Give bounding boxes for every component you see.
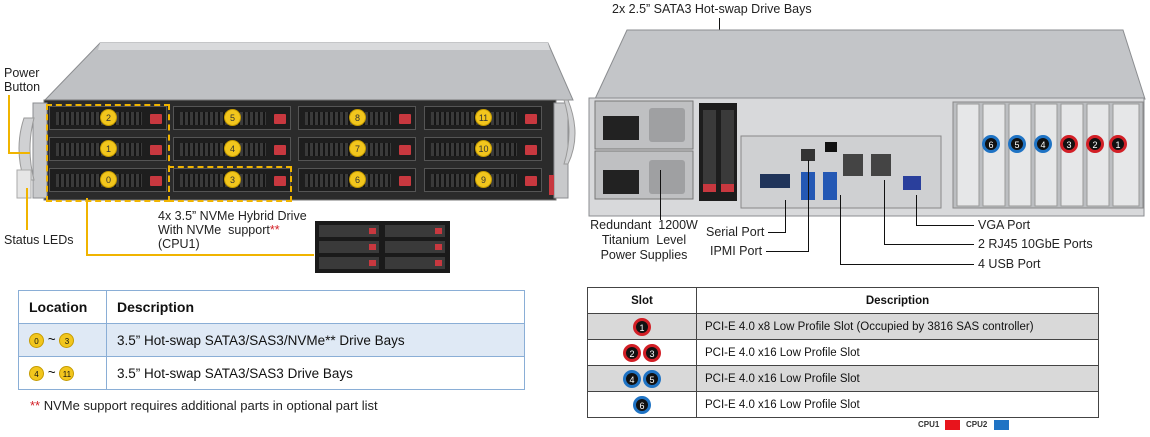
rj45-callout-v bbox=[884, 180, 885, 244]
legend-cpu1-swatch bbox=[945, 420, 960, 430]
tilde: ~ bbox=[47, 365, 56, 381]
nvme-bay-highlight-lower bbox=[168, 166, 292, 202]
power-button-callout-h bbox=[8, 152, 30, 154]
table-row: 4 ~ 11 3.5” Hot-swap SATA3/SAS3 Drive Ba… bbox=[18, 356, 525, 390]
bay-number-marker: 7 bbox=[349, 140, 366, 157]
drive-bay-table: Location Description 0 ~ 3 3.5” Hot-swap… bbox=[18, 290, 525, 390]
slot-cell: 6 bbox=[587, 391, 697, 418]
slot-marker: 1 bbox=[633, 317, 651, 336]
slot-marker: 5 bbox=[643, 369, 661, 388]
slot-header: Slot bbox=[587, 287, 697, 314]
description-cell: PCI-E 4.0 x8 Low Profile Slot (Occupied … bbox=[696, 313, 1099, 340]
slot-marker: 3 bbox=[643, 343, 661, 362]
vga-callout-v bbox=[916, 195, 917, 225]
rear-slot-marker: 4 bbox=[1034, 135, 1052, 153]
slot-marker: 2 bbox=[623, 343, 641, 362]
description-cell: PCI-E 4.0 x16 Low Profile Slot bbox=[696, 365, 1099, 392]
slot-marker: 6 bbox=[633, 395, 651, 414]
usb-callout-v bbox=[840, 195, 841, 265]
description-header: Description bbox=[696, 287, 1099, 314]
rj45-callout-h bbox=[884, 244, 974, 245]
power-button-callout bbox=[8, 95, 10, 153]
bay-number-marker: 11 bbox=[475, 109, 492, 126]
location-cell: 4 ~ 11 bbox=[18, 356, 107, 390]
pcie-slot-table: Slot Description 1 PCI-E 4.0 x8 Low Prof… bbox=[587, 287, 1099, 418]
usb-label: 4 USB Port bbox=[978, 257, 1041, 271]
bay-number-marker: 5 bbox=[224, 109, 241, 126]
rear-slot-marker: 2 bbox=[1086, 135, 1104, 153]
bay-number-marker: 3 bbox=[224, 171, 241, 188]
bay-number-marker: 4 bbox=[224, 140, 241, 157]
status-leds-callout bbox=[26, 188, 28, 230]
table-row: 6 PCI-E 4.0 x16 Low Profile Slot bbox=[587, 391, 1099, 418]
serial-callout-v bbox=[785, 200, 786, 233]
bay-number-marker: 9 bbox=[475, 171, 492, 188]
nvme-callout-v bbox=[86, 198, 88, 255]
location-header: Location bbox=[18, 290, 107, 324]
bay-marker: 3 bbox=[59, 332, 75, 348]
bay-marker: 11 bbox=[59, 365, 75, 381]
drive-bay bbox=[298, 137, 416, 161]
vga-port-label: VGA Port bbox=[978, 218, 1031, 232]
rear-slot-marker: 3 bbox=[1060, 135, 1078, 153]
nvme-note: 4x 3.5” NVMe Hybrid Drive With NVMe supp… bbox=[158, 209, 307, 237]
rear-chassis bbox=[588, 29, 1146, 217]
bay-number-marker: 10 bbox=[475, 140, 492, 157]
ipmi-callout-h bbox=[766, 251, 809, 252]
psu-label: Redundant 1200W Titanium Level Power Sup… bbox=[590, 218, 698, 262]
legend-cpu2-swatch bbox=[994, 420, 1009, 430]
bay-marker: 0 bbox=[29, 332, 44, 348]
vga-callout-h bbox=[916, 225, 974, 226]
status-leds-label: Status LEDs bbox=[4, 233, 74, 247]
footnote: ** NVMe support requires additional part… bbox=[30, 398, 378, 413]
ipmi-port-label: IPMI Port bbox=[710, 244, 763, 258]
slot-cell: 1 bbox=[587, 313, 697, 340]
rj45-label: 2 RJ45 10GbE Ports bbox=[978, 237, 1093, 251]
bay-marker: 4 bbox=[29, 365, 44, 381]
slot-marker: 4 bbox=[623, 369, 641, 388]
description-cell: PCI-E 4.0 x16 Low Profile Slot bbox=[696, 391, 1099, 418]
drive-bay bbox=[173, 137, 291, 161]
nvme-drive-inset bbox=[315, 221, 450, 273]
description-cell: PCI-E 4.0 x16 Low Profile Slot bbox=[696, 339, 1099, 366]
bay-number-marker: 8 bbox=[349, 109, 366, 126]
location-cell: 0 ~ 3 bbox=[18, 323, 107, 357]
psu-callout bbox=[660, 170, 661, 220]
serial-callout-h bbox=[768, 232, 786, 233]
bay-number-marker: 6 bbox=[349, 171, 366, 188]
rear-top-label: 2x 2.5” SATA3 Hot-swap Drive Bays bbox=[612, 2, 812, 16]
bay-number-marker: 1 bbox=[100, 140, 117, 157]
rear-slot-marker: 5 bbox=[1008, 135, 1026, 153]
legend-cpu2-label: CPU2 bbox=[966, 420, 988, 429]
description-header: Description bbox=[106, 290, 525, 324]
bay-number-marker: 0 bbox=[100, 171, 117, 188]
nvme-callout-h bbox=[86, 254, 314, 256]
description-cell: 3.5” Hot-swap SATA3/SAS3/NVMe** Drive Ba… bbox=[106, 323, 525, 357]
bay-number-marker: 2 bbox=[100, 109, 117, 126]
rear-slot-marker: 6 bbox=[982, 135, 1000, 153]
ipmi-callout-v bbox=[808, 160, 809, 252]
nvme-note-cpu: (CPU1) bbox=[158, 237, 200, 251]
rear-slot-marker: 1 bbox=[1109, 135, 1127, 153]
legend-cpu1-label: CPU1 bbox=[918, 420, 940, 429]
serial-port-label: Serial Port bbox=[706, 225, 765, 239]
nvme-bay-highlight-upper bbox=[46, 104, 170, 202]
power-button-label: Power Button bbox=[4, 66, 41, 94]
tilde: ~ bbox=[47, 332, 56, 348]
description-cell: 3.5” Hot-swap SATA3/SAS3 Drive Bays bbox=[106, 356, 525, 390]
usb-callout-h bbox=[840, 264, 974, 265]
table-row: 1 PCI-E 4.0 x8 Low Profile Slot (Occupie… bbox=[587, 313, 1099, 340]
table-row: 0 ~ 3 3.5” Hot-swap SATA3/SAS3/NVMe** Dr… bbox=[18, 323, 525, 357]
